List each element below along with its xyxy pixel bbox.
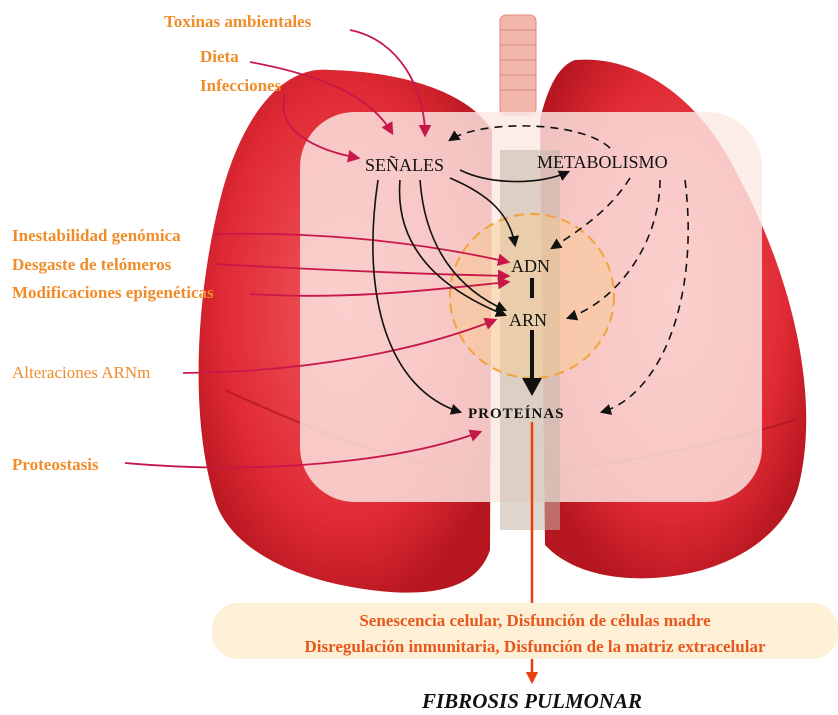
label-telomeros: Desgaste de telómeros xyxy=(12,255,172,274)
outcome-line-1: Senescencia celular, Disfunción de célul… xyxy=(359,611,711,630)
label-dieta: Dieta xyxy=(200,47,239,66)
final-outcome: FIBROSIS PULMONAR xyxy=(421,689,642,713)
label-arnm: Alteraciones ARNm xyxy=(12,363,150,382)
label-toxinas: Toxinas ambientales xyxy=(164,12,312,31)
outcome-line-2: Disregulación inmunitaria, Disfunción de… xyxy=(304,637,765,656)
node-senales: SEÑALES xyxy=(365,154,444,175)
node-metabolismo: METABOLISMO xyxy=(537,152,668,172)
trachea xyxy=(500,15,536,115)
label-proteostasis: Proteostasis xyxy=(12,455,99,474)
node-adn: ADN xyxy=(511,256,550,276)
label-infecciones: Infecciones xyxy=(200,76,282,95)
label-inestabilidad: Inestabilidad genómica xyxy=(12,226,181,245)
node-proteinas: PROTEÍNAS xyxy=(468,405,565,422)
node-arn: ARN xyxy=(509,310,547,330)
label-epigeneticas: Modificaciones epigenéticas xyxy=(12,283,214,302)
